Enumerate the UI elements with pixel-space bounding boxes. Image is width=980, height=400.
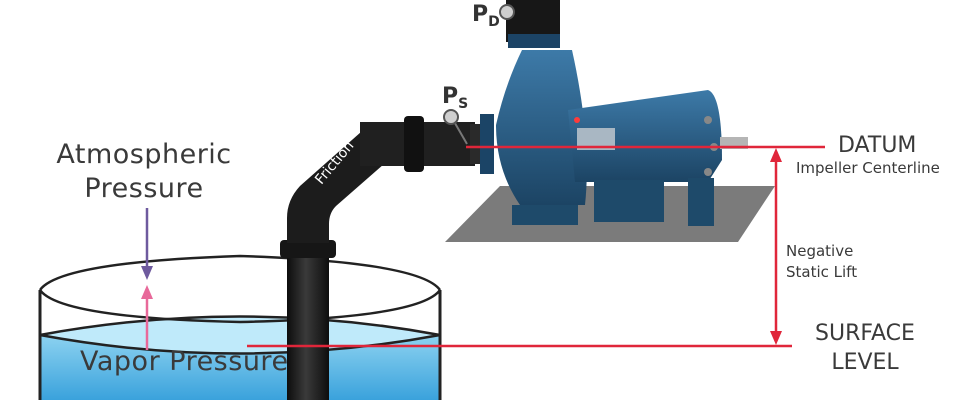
discharge-gauge-icon — [499, 4, 515, 20]
datum-label: DATUM — [838, 133, 917, 158]
surface-line1: SURFACE — [815, 321, 915, 346]
ps-main: P — [442, 84, 459, 109]
negative-line2: Static Lift — [786, 263, 858, 281]
atmospheric-pressure-label: Atmospheric Pressure — [38, 138, 250, 206]
arrow-down-icon — [141, 266, 153, 280]
discharge-pressure-label: PD — [472, 2, 500, 30]
pd-main: P — [472, 2, 489, 27]
suction-gauge-icon — [443, 109, 459, 125]
arrowhead-up-icon — [770, 148, 782, 162]
suction-pipe — [280, 109, 494, 400]
atmospheric-line1: Atmospheric — [56, 139, 232, 170]
impeller-centerline-label: Impeller Centerline — [796, 159, 940, 177]
suction-pressure-label: PS — [442, 84, 469, 112]
vapor-pressure-label: Vapor Pressure — [80, 346, 289, 377]
water-tank — [38, 254, 442, 400]
arrow-up-icon — [141, 285, 153, 299]
pd-sub: D — [488, 14, 500, 30]
ps-sub: S — [458, 96, 469, 112]
arrowhead-down-icon — [770, 331, 782, 345]
tank-rim-front — [38, 289, 442, 324]
surface-line2: LEVEL — [831, 350, 899, 375]
centrifugal-pump — [496, 0, 748, 226]
negative-static-lift-label: Negative Static Lift — [786, 241, 857, 283]
tank-rim-back — [38, 254, 442, 291]
atmospheric-line2: Pressure — [84, 173, 204, 204]
surface-level-label: SURFACE LEVEL — [810, 319, 920, 377]
negative-line1: Negative — [786, 242, 854, 260]
